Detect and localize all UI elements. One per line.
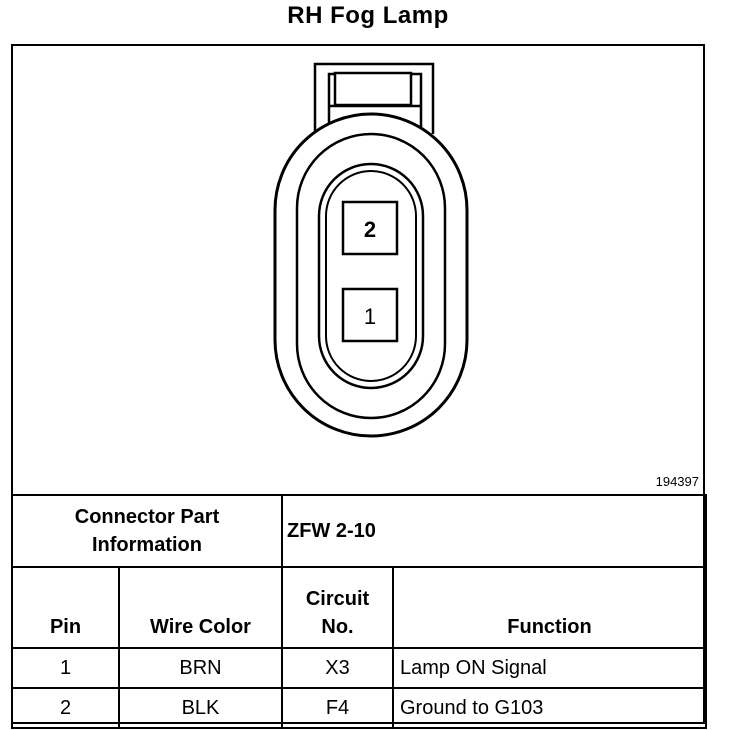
- table-row: 1 BRN X3 Lamp ON Signal: [11, 647, 707, 689]
- diagram-title: RH Fog Lamp: [287, 2, 449, 29]
- pin-cavity-1: [341, 287, 399, 343]
- header-function: Function: [392, 566, 707, 649]
- cell-function: Ground to G103: [392, 687, 707, 729]
- connector-part-row: Connector Part Information ZFW 2-10: [11, 494, 707, 568]
- cell-wire-color: BRN: [118, 647, 283, 689]
- pin-label-1: 1: [364, 304, 376, 329]
- connector-latch: [313, 62, 435, 134]
- header-pin: Pin: [11, 566, 120, 649]
- cell-pin: 2: [11, 687, 120, 729]
- connector-drawing: 2 1: [273, 62, 469, 438]
- header-circuit-line1: Circuit: [305, 588, 370, 610]
- header-circuit-no: Circuit No.: [281, 566, 394, 649]
- connector-frame: 2 1 194397 Connector Part Information ZF…: [11, 44, 707, 729]
- connector-part-label-line2: Information: [92, 534, 202, 556]
- header-circuit-line2: No.: [321, 616, 354, 638]
- cell-circuit: X3: [281, 647, 394, 689]
- connector-part-label: Connector Part Information: [11, 494, 283, 568]
- cell-pin: 1: [11, 647, 120, 689]
- cell-function: Lamp ON Signal: [392, 647, 707, 689]
- connector-info-table: Connector Part Information ZFW 2-10 Pin …: [11, 494, 707, 729]
- pin-label-2: 2: [364, 217, 376, 242]
- connector-part-label-line1: Connector Part: [74, 506, 220, 528]
- figure-number: 194397: [655, 474, 699, 489]
- header-wire-color: Wire Color: [118, 566, 283, 649]
- connector-illustration: 2 1 194397: [13, 46, 703, 494]
- connector-part-value: ZFW 2-10: [281, 494, 707, 568]
- cell-wire-color: BLK: [118, 687, 283, 729]
- connector-housing: [273, 112, 469, 438]
- table-row: 2 BLK F4 Ground to G103: [11, 687, 707, 729]
- pin-cavity-2: [341, 200, 399, 256]
- cell-circuit: F4: [281, 687, 394, 729]
- column-header-row: Pin Wire Color Circuit No. Function: [11, 566, 707, 649]
